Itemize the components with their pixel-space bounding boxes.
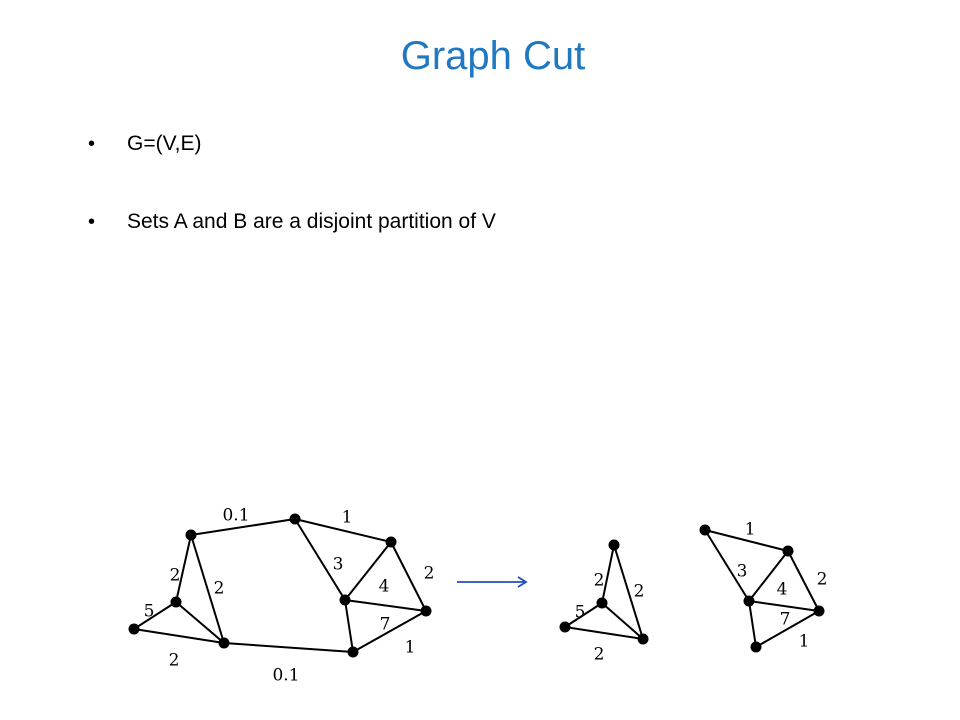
edge-weight-label: 2 [424, 564, 435, 584]
graph-node [339, 594, 351, 606]
graph-edge [601, 602, 644, 640]
graph-edge [755, 610, 820, 648]
edge-weight-label: 1 [745, 520, 756, 540]
bullet-marker: • [88, 211, 96, 233]
edge-weight-label: 7 [380, 615, 391, 635]
edge-weight-label: 0.1 [222, 506, 249, 526]
edge-weight-label: 2 [594, 571, 605, 591]
graph-node [637, 633, 649, 645]
edge-weight-label: 2 [634, 582, 645, 602]
graph-edge [133, 628, 225, 644]
edge-weight-label: 2 [170, 566, 181, 586]
edge-weight-label: 2 [214, 579, 225, 599]
edge-weight-label: 2 [169, 651, 180, 671]
graph-edge [133, 601, 177, 630]
bullet-item: • G=(V,E) [88, 126, 496, 162]
graph-edge [613, 544, 644, 640]
bullet-list: • G=(V,E) • Sets A and B are a disjoint … [88, 126, 496, 240]
edge-weight-label: 5 [144, 602, 155, 622]
graph-edge [564, 602, 603, 628]
edge-weight-label: 3 [737, 562, 748, 582]
graph-edge [294, 518, 392, 543]
graph-edge [748, 600, 757, 648]
graph-node [813, 605, 825, 617]
graph-edge [175, 534, 192, 603]
graph-edge [190, 518, 296, 536]
edge-weight-label: 5 [575, 603, 586, 623]
edge-weight-label: 2 [817, 570, 828, 590]
graph-node [218, 637, 230, 649]
graph-edge [190, 534, 225, 644]
graph-edge [294, 518, 346, 601]
graph-edge [344, 599, 427, 612]
graph-node [750, 641, 762, 653]
graph-edge [704, 529, 789, 552]
graph-node [289, 513, 301, 525]
graph-edge [175, 601, 225, 644]
graph-edge [223, 642, 354, 653]
graph-edge [704, 529, 750, 602]
graph-edge [390, 541, 427, 612]
graph-edge [787, 550, 820, 612]
edge-weight-label: 7 [780, 610, 791, 630]
graph-edge [344, 541, 392, 601]
graph-edge [748, 600, 820, 612]
edge-weight-label: 1 [405, 638, 416, 658]
graph-node [420, 605, 432, 617]
graph-node [608, 539, 620, 551]
edge-weight-label: 3 [333, 555, 344, 575]
edge-weight-label: 2 [594, 645, 605, 665]
arrow-head-icon [517, 576, 528, 588]
edge-weight-label: 4 [777, 580, 788, 600]
graph-edge [748, 550, 789, 602]
edge-weight-label: 1 [342, 508, 353, 528]
bullet-item: • Sets A and B are a disjoint partition … [88, 204, 496, 240]
graph-edge [601, 544, 615, 604]
graph-edge [564, 626, 644, 640]
graph-node [699, 524, 711, 536]
graph-node [385, 536, 397, 548]
bullet-text: Sets A and B are a disjoint partition of… [127, 210, 496, 233]
graph-edge [344, 599, 354, 653]
graph-node [128, 623, 140, 635]
graph-node [347, 646, 359, 658]
graph-node [170, 596, 182, 608]
graph-edge [352, 610, 427, 653]
slide-title: Graph Cut [400, 34, 586, 78]
graph-node [596, 597, 608, 609]
edge-weight-label: 1 [799, 632, 810, 652]
graph-node [185, 529, 197, 541]
edge-weight-label: 0.1 [272, 666, 299, 686]
edge-weight-label: 4 [379, 577, 390, 597]
graph-node [743, 595, 755, 607]
graph-node [782, 545, 794, 557]
bullet-text: G=(V,E) [127, 132, 202, 155]
graph-node [559, 621, 571, 633]
partition-arrow [457, 576, 528, 588]
bullet-marker: • [88, 133, 96, 155]
